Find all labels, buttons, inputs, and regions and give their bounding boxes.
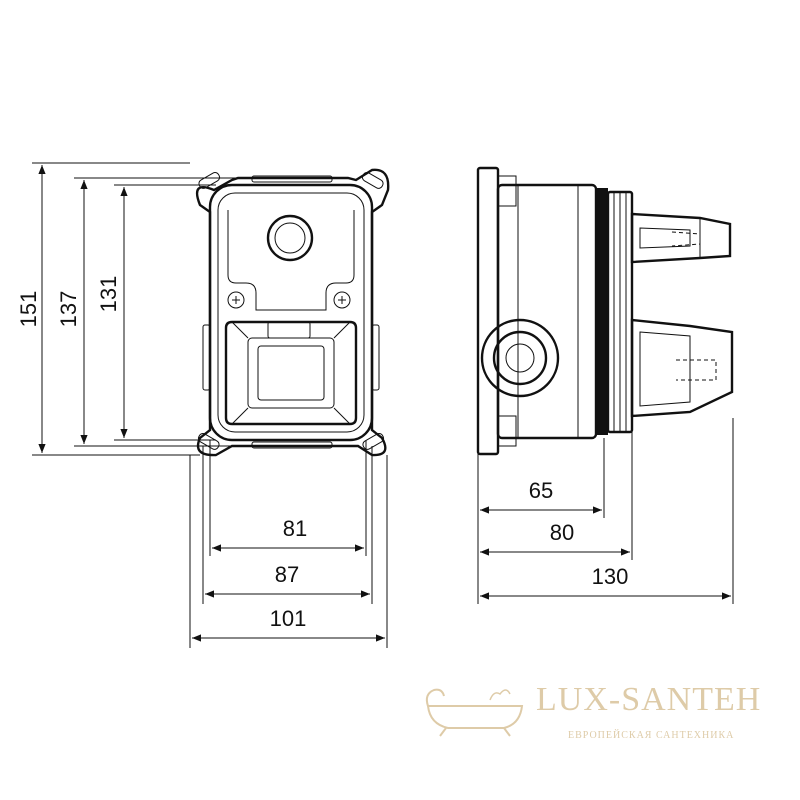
dim-label-80: 80 (550, 520, 574, 545)
side-thread-ring (596, 188, 608, 435)
front-cavity-outline (227, 210, 355, 311)
front-inlet-core (274, 222, 306, 254)
front-inlet-ring (266, 214, 314, 262)
dim-label-137: 137 (56, 291, 81, 328)
ear-slot-bottom-right (362, 433, 385, 450)
ear-slot-bottom-left (197, 433, 220, 450)
height-dimensions: 151 137 131 (16, 162, 238, 456)
ear-slot-top-left (198, 172, 221, 189)
side-view (476, 166, 734, 456)
side-spindle-upper-dashed (671, 231, 701, 247)
side-inlet-ring (492, 330, 548, 386)
front-bottom-tab (251, 441, 333, 449)
side-flange-lip-bottom (497, 415, 517, 447)
front-valve-notch (267, 321, 311, 339)
front-top-tab (251, 175, 333, 183)
front-valve-block (224, 320, 358, 426)
front-screw-right (333, 291, 351, 309)
dim-label-130: 130 (592, 564, 629, 589)
front-box-outer (208, 183, 374, 442)
side-handle-block (630, 318, 734, 418)
dim-label-101: 101 (270, 606, 307, 631)
front-view (195, 168, 390, 457)
ear-slot-top-right (361, 172, 384, 189)
side-inlet-boss (480, 318, 560, 398)
front-valve-face (257, 345, 325, 401)
dim-label-131: 131 (96, 276, 121, 313)
side-flange-lip-top (497, 175, 517, 207)
front-valve-inner (247, 337, 335, 409)
depth-dimensions: 65 80 130 (477, 418, 734, 604)
dim-label-81: 81 (283, 516, 307, 541)
side-inlet-bore (505, 343, 535, 373)
front-screw-left (227, 291, 245, 309)
width-dimensions: 81 87 101 (189, 440, 388, 648)
watermark: LUX-SANTEH ЕВРОПЕЙСКАЯ САНТЕХНИКА (425, 681, 761, 741)
dim-label-87: 87 (275, 562, 299, 587)
bathtub-logo-icon (425, 688, 524, 737)
watermark-tagline: ЕВРОПЕЙСКАЯ САНТЕХНИКА (568, 729, 734, 741)
side-handle-dashed (676, 359, 717, 381)
watermark-brand: LUX-SANTEH (536, 681, 761, 718)
dim-label-151: 151 (16, 291, 41, 328)
dim-label-65: 65 (529, 478, 553, 503)
front-box-inner (217, 192, 365, 433)
side-body (496, 183, 598, 440)
side-flange-plate (476, 166, 500, 456)
side-spindle-upper (630, 212, 732, 264)
